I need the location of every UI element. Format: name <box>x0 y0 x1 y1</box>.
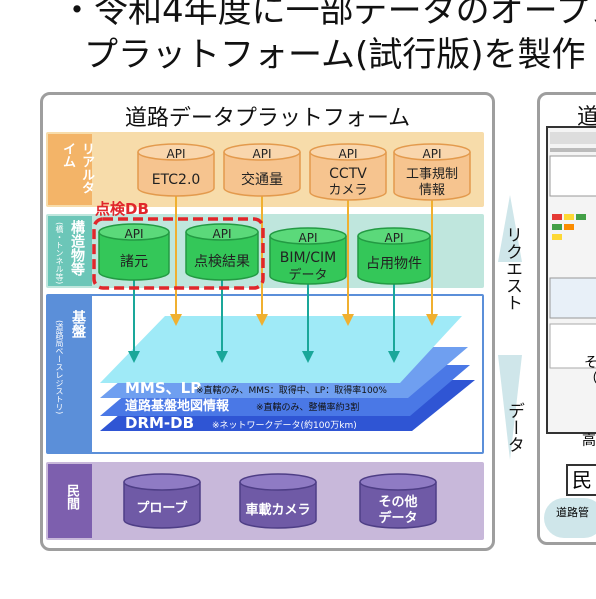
right-panel-screenshot <box>546 126 596 434</box>
layer-label-drm: DRM-DB <box>125 414 194 432</box>
label-traffic: 交通量 <box>241 171 283 188</box>
layer-label-gsi-map: 国土地理院地図 <box>125 432 209 447</box>
label-inspection-results: 点検結果 <box>194 254 250 270</box>
right-panel-footer <box>544 498 596 538</box>
cylinder-dashcam <box>239 473 317 529</box>
right-panel-private-box: 民 <box>566 464 596 496</box>
layer-label-mms: MMS、LP <box>125 379 201 397</box>
cylinder-construction <box>393 143 471 201</box>
cylinder-probe <box>123 473 201 529</box>
label-construction-2: 情報 <box>419 183 445 198</box>
heading-line-1: ・令和4年度に一部データのオープン <box>60 0 596 31</box>
right-panel-text-high: 高 <box>582 433 596 449</box>
band-label-realtime: リアルタイム <box>60 142 94 194</box>
api-label-etc2: API <box>167 147 186 161</box>
base-layer-stack <box>100 316 475 431</box>
api-label-inspection: API <box>213 227 232 241</box>
band-label-base-sub: (道路局ベースレジストリ) <box>55 320 64 415</box>
label-col-base <box>48 296 92 452</box>
right-panel-text-so: そ <box>584 355 596 371</box>
right-panel-text-paren: （ <box>584 368 596 388</box>
label-other-data: その他 <box>378 494 417 510</box>
private-cylinders: プローブ 車載カメラ その他 データ <box>123 473 437 529</box>
cylinder-specs <box>98 223 170 281</box>
label-probe: プローブ <box>136 500 187 516</box>
label-etc2: ETC2.0 <box>152 172 201 188</box>
band-label-structure-sub: (橋・トンネル等) <box>55 222 64 285</box>
api-label-occupancy: API <box>385 231 404 245</box>
label-col-private <box>48 464 92 538</box>
api-label-construction: API <box>423 147 442 161</box>
arrows-realtime <box>170 195 438 326</box>
label-col-structure <box>48 216 92 286</box>
request-label: リクエスト <box>502 226 522 311</box>
layer-note-mms: ※直轄のみ、MMS：取得中、LP：取得率100% <box>196 384 387 396</box>
structure-cylinders: API 諸元 API 点検結果 API BIM/CIM データ API 占用物件 <box>98 223 431 285</box>
cylinder-occupancy <box>357 227 431 285</box>
band-label-structure: 構造物等 <box>69 220 85 276</box>
label-specs: 諸元 <box>120 254 148 270</box>
cylinder-cctv <box>309 143 387 201</box>
layer-label-road-base-map: 道路基盤地図情報 <box>125 398 230 414</box>
cylinder-inspection-results <box>185 223 259 281</box>
realtime-cylinders: API ETC2.0 API 交通量 API CCTV カメラ API 工事規制… <box>137 143 471 201</box>
label-cctv-2: カメラ <box>328 183 367 198</box>
right-panel-footer-text: 道路管 <box>556 506 589 519</box>
band-label-private: 民間 <box>64 484 79 510</box>
request-arrow <box>498 195 522 262</box>
api-label-bim: API <box>299 231 318 245</box>
label-occupancy: 占用物件 <box>366 256 422 272</box>
arrows-structure <box>128 280 400 363</box>
label-bim: BIM/CIM <box>280 250 337 266</box>
data-arrow <box>498 355 522 460</box>
cylinder-other-data <box>359 473 437 529</box>
dashboard-thumbnail <box>549 132 596 369</box>
cylinder-etc2 <box>137 143 215 197</box>
data-label: データ <box>504 402 524 453</box>
heading-line-2: プラットフォーム(試行版)を製作 <box>84 35 586 75</box>
api-label-specs: API <box>125 227 144 241</box>
inspection-db-label: 点検DB <box>95 200 149 218</box>
label-dashcam: 車載カメラ <box>245 502 310 518</box>
cylinder-traffic <box>223 143 301 197</box>
api-label-traffic: API <box>253 147 272 161</box>
layer-note-drm: ※ネットワークデータ(約100万km) <box>212 419 357 431</box>
label-bim-2: データ <box>288 267 327 283</box>
right-panel-title: 道 <box>577 105 596 130</box>
label-col-realtime <box>48 134 92 205</box>
platform-title: 道路データプラットフォーム <box>124 106 411 131</box>
band-label-base: 基盤 <box>70 310 86 338</box>
label-cctv: CCTV <box>329 166 367 182</box>
api-label-cctv: API <box>339 147 358 161</box>
cylinder-bim-cim <box>269 227 347 285</box>
label-construction: 工事規制 <box>406 167 458 182</box>
layer-mms-lp <box>100 316 462 383</box>
layer-note-road-base-map: ※直轄のみ、整備率約3割 <box>256 401 359 413</box>
label-other-data-2: データ <box>378 510 417 526</box>
inspection-db-highlight <box>92 217 265 290</box>
